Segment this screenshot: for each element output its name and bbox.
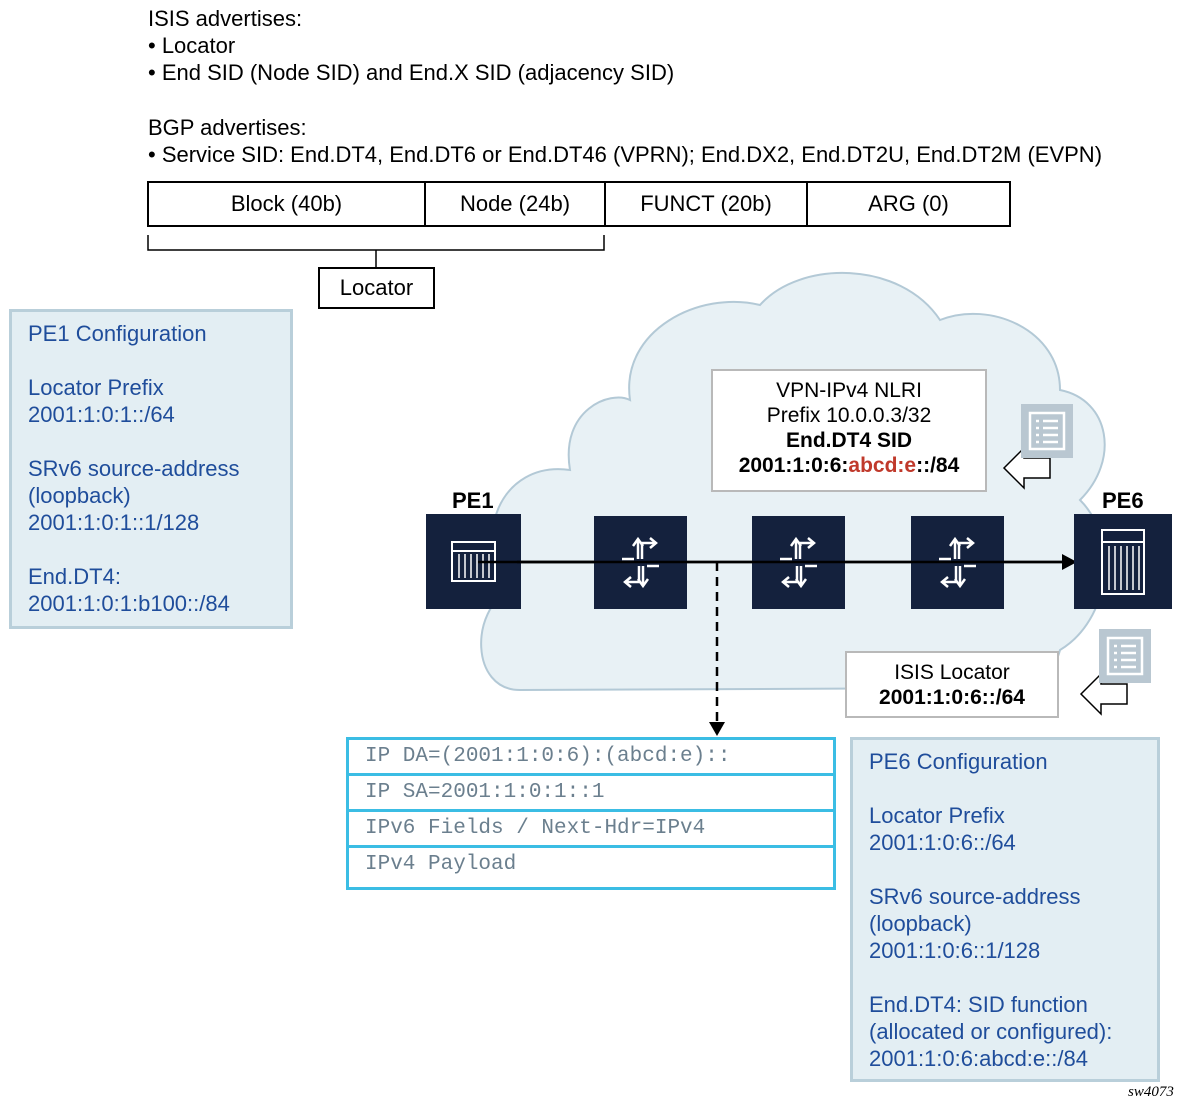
isis-item-sids: • End SID (Node SID) and End.X SID (adja… bbox=[148, 60, 675, 85]
traffic-arrow-head bbox=[1062, 554, 1077, 570]
figure-id: sw4073 bbox=[1128, 1084, 1174, 1100]
packet-header-row: IPv6 Fields / Next-Hdr=IPv4 bbox=[346, 812, 836, 848]
pe6-router-node bbox=[1074, 514, 1172, 609]
pe6-locator-label: Locator Prefix bbox=[869, 803, 1005, 828]
p-router-node bbox=[594, 516, 687, 609]
sid-node-field: Node (24b) bbox=[424, 181, 604, 227]
packet-header-row: IP SA=2001:1:0:1::1 bbox=[346, 776, 836, 812]
isis-locator-callout: ISIS Locator 2001:1:0:6::/64 bbox=[845, 651, 1059, 718]
isis-locator-value: 2001:1:0:6::/64 bbox=[879, 686, 1025, 709]
sid-arg-field: ARG (0) bbox=[806, 181, 1011, 227]
router-arrows-icon bbox=[939, 536, 976, 589]
pe6-config-panel: PE6 Configuration Locator Prefix 2001:1:… bbox=[850, 737, 1160, 1082]
pe-router-icon bbox=[451, 541, 496, 582]
locator-bracket bbox=[147, 235, 605, 251]
pe6-dt4-label: End.DT4: SID function bbox=[869, 992, 1088, 1017]
sid-block-field: Block (40b) bbox=[147, 181, 424, 227]
pe6-config-title: PE6 Configuration bbox=[869, 749, 1048, 774]
vpn-nlri-prefix: Prefix 10.0.0.3/32 bbox=[766, 404, 932, 427]
isis-title: ISIS advertises: bbox=[148, 6, 303, 31]
pe1-dt4-value: 2001:1:0:1:b100::/84 bbox=[28, 591, 230, 616]
vpn-nlri-title: VPN-IPv4 NLRI bbox=[776, 379, 922, 402]
pe6-source-label: SRv6 source-address bbox=[869, 884, 1081, 909]
isis-locator-title: ISIS Locator bbox=[894, 661, 1010, 684]
pe-router-icon bbox=[1101, 529, 1145, 595]
sid-highlight: abcd:e bbox=[848, 454, 917, 477]
pe1-router-node bbox=[426, 514, 521, 609]
document-list-icon bbox=[1021, 404, 1073, 458]
packet-drop-arrowhead bbox=[709, 722, 725, 736]
bgp-item-service-sid: • Service SID: End.DT4, End.DT6 or End.D… bbox=[148, 142, 1103, 167]
router-arrows-icon bbox=[780, 536, 817, 589]
pe6-source-value: 2001:1:0:6::1/128 bbox=[869, 938, 1041, 963]
pe1-locator-label: Locator Prefix bbox=[28, 375, 164, 400]
packet-header-row: IP DA=(2001:1:0:6):(abcd:e):: bbox=[346, 737, 836, 776]
sid-suffix: ::/84 bbox=[916, 454, 960, 477]
pe6-label: PE6 bbox=[1102, 488, 1144, 513]
vpn-nlri-callout: VPN-IPv4 NLRI Prefix 10.0.0.3/32 End.DT4… bbox=[711, 369, 987, 492]
locator-label-box: Locator bbox=[318, 267, 435, 309]
bgp-title: BGP advertises: bbox=[148, 115, 307, 140]
pe6-source-label-loopback: (loopback) bbox=[869, 911, 972, 936]
vpn-nlri-sid-label: End.DT4 SID bbox=[785, 429, 912, 452]
document-list-icon bbox=[1099, 629, 1151, 683]
p-router-node bbox=[911, 516, 1004, 609]
pe6-dt4-value: 2001:1:0:6:abcd:e::/84 bbox=[869, 1046, 1088, 1071]
vpn-nlri-sid-value: 2001:1:0:6:abcd:e::/84 bbox=[713, 453, 985, 478]
p-router-node bbox=[752, 516, 845, 609]
isis-item-locator: • Locator bbox=[148, 33, 236, 58]
router-arrows-icon bbox=[622, 536, 659, 589]
pe1-source-label-loopback: (loopback) bbox=[28, 483, 131, 508]
pe1-source-value: 2001:1:0:1::1/128 bbox=[28, 510, 200, 535]
pe1-label: PE1 bbox=[452, 488, 494, 513]
pe1-config-title: PE1 Configuration bbox=[28, 321, 207, 346]
packet-header-row: IPv4 Payload bbox=[346, 848, 836, 890]
pe6-dt4-label-allocated: (allocated or configured): bbox=[869, 1019, 1113, 1044]
pe1-config-panel: PE1 Configuration Locator Prefix 2001:1:… bbox=[9, 309, 293, 629]
sid-prefix: 2001:1:0:6: bbox=[738, 454, 849, 477]
pe6-locator-value: 2001:1:0:6::/64 bbox=[869, 830, 1016, 855]
pe1-locator-value: 2001:1:0:1::/64 bbox=[28, 402, 175, 427]
sid-funct-field: FUNCT (20b) bbox=[604, 181, 806, 227]
pe1-source-label: SRv6 source-address bbox=[28, 456, 240, 481]
pe1-dt4-label: End.DT4: bbox=[28, 564, 121, 589]
